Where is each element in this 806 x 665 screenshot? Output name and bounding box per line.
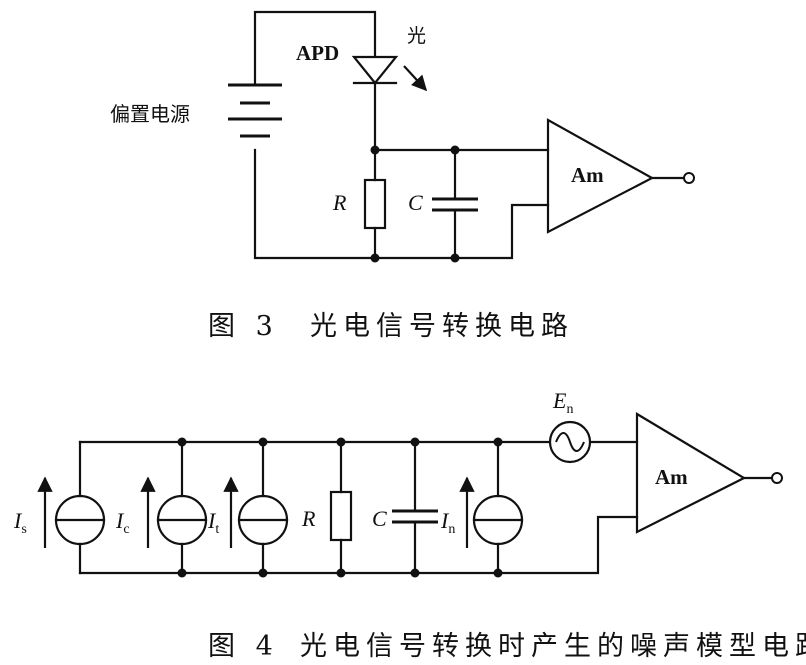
is-label: Is — [13, 508, 27, 537]
junction-dot — [410, 568, 420, 578]
fig3-caption-title: 光电信号转换电路 — [310, 311, 574, 342]
fig3-c-label: C — [408, 190, 423, 215]
fig3-amplifier — [546, 118, 655, 234]
junction-dot — [370, 253, 380, 263]
fig4-output-terminal — [771, 472, 783, 484]
en-label: En — [552, 388, 573, 417]
junction-dot — [336, 437, 346, 447]
fig3-top-wire — [253, 10, 377, 87]
junction-dot — [177, 568, 187, 578]
current-source-in — [459, 440, 524, 575]
apd-diode — [351, 55, 399, 85]
light-label: 光 — [407, 25, 426, 47]
it-label: It — [207, 508, 219, 537]
in-label: In — [440, 508, 455, 537]
fig3-r-label: R — [332, 190, 347, 215]
bias-source-label: 偏置电源 — [110, 102, 190, 126]
ic-label: Ic — [115, 508, 130, 537]
current-source-it — [223, 440, 289, 575]
fig3-amp-label: Am — [571, 163, 604, 187]
fig3-output-terminal — [683, 172, 695, 184]
junction-dot — [177, 437, 187, 447]
junction-dot — [410, 437, 420, 447]
junction-dot — [493, 437, 503, 447]
fig3-caption-number: 图 3 — [208, 311, 279, 342]
fig4-resistor — [329, 440, 353, 575]
fig3-rail-bottom — [373, 203, 550, 260]
voltage-source-en — [548, 420, 592, 464]
apd-label: APD — [296, 41, 339, 65]
junction-dot — [493, 568, 503, 578]
junction-dot — [258, 568, 268, 578]
fig4-caption-title: 光电信号转换时产生的噪声模型电路 — [300, 631, 806, 662]
fig4-caption-number: 图 4 — [208, 631, 279, 662]
junction-dot — [450, 145, 460, 155]
junction-dot — [258, 437, 268, 447]
figure-4-circuit: Is Ic It R C In En Am — [13, 388, 783, 578]
current-source-ic — [140, 440, 208, 575]
fig3-left-wire — [253, 148, 377, 260]
fig4-c-label: C — [372, 506, 387, 531]
fig4-r-label: R — [301, 506, 316, 531]
junction-dot — [370, 145, 380, 155]
junction-dot — [336, 568, 346, 578]
bias-battery — [228, 83, 282, 138]
fig4-rail-bottom — [78, 515, 639, 575]
fig4-amp-label: Am — [655, 465, 688, 489]
fig4-capacitor — [392, 440, 438, 575]
current-source-is — [37, 440, 106, 575]
light-arrow-icon — [403, 65, 428, 92]
junction-dot — [450, 253, 460, 263]
figure-3-circuit: APD 光 偏置电源 R C Am — [110, 10, 695, 263]
sine-wave-icon — [555, 432, 585, 452]
fig3-resistor — [363, 178, 387, 230]
fig4-amplifier — [635, 412, 747, 534]
